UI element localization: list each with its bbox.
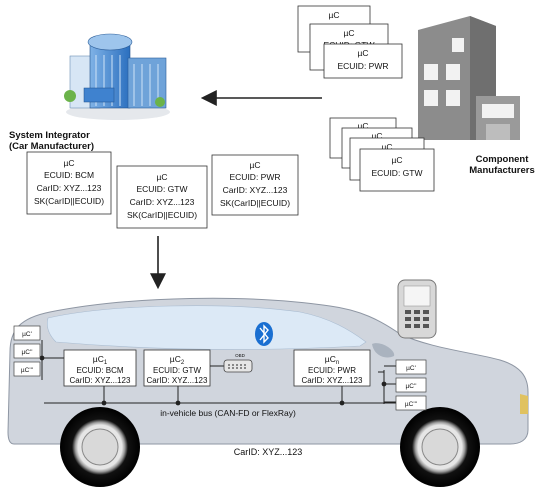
system-integrator-sublabel: (Car Manufacturer) — [9, 141, 94, 152]
ecu-carid: CarID: XYZ...123 — [70, 376, 131, 385]
si-card-carid: CarID: XYZ...123 — [37, 183, 102, 193]
ecu-title: µC1 — [93, 354, 108, 366]
bluetooth-icon — [255, 322, 273, 346]
ecu-ecuid: ECUID: PWR — [308, 366, 356, 375]
si-card-title: µC — [249, 160, 260, 170]
smartphone-icon — [397, 279, 437, 339]
ecu-carid: CarID: XYZ...123 — [302, 376, 363, 385]
obd-connector-icon: OBD — [210, 353, 253, 373]
car-id-label: CarID: XYZ...123 — [234, 447, 303, 457]
obd-label: OBD — [235, 353, 246, 358]
ecu-ecuid: ECUID: BCM — [76, 366, 123, 375]
si-card-bcm: µC ECUID: BCM CarID: XYZ...123 SK(CarID|… — [26, 151, 112, 215]
ecu-carid: CarID: XYZ...123 — [147, 376, 208, 385]
right-sensor-cluster: µC' µC'' µC''' — [395, 359, 427, 411]
front-wheel — [60, 407, 140, 487]
cm-card-title: µC — [391, 155, 402, 165]
si-card-gtw: µC ECUID: GTW CarID: XYZ...123 SK(CarID|… — [116, 165, 208, 229]
sensor-label: µC' — [406, 365, 416, 372]
sensor-label: µC''' — [405, 401, 417, 408]
ecu-bcm: µC1 ECUID: BCM CarID: XYZ...123 — [63, 349, 137, 387]
cm-card-title: µC — [357, 121, 368, 131]
si-card-sk: SK(CarID||ECUID) — [127, 210, 197, 220]
si-card-pwr: µC ECUID: PWR CarID: XYZ...123 SK(CarID|… — [211, 154, 299, 216]
component-manufacturers-label: Component — [476, 154, 530, 165]
ecu-title: µCn — [325, 354, 339, 366]
sensor-label: µC' — [22, 331, 32, 338]
system-integrator-label: System Integrator — [9, 130, 90, 141]
si-card-ecuid: ECUID: GTW — [137, 184, 188, 194]
ecu-ecuid: ECUID: GTW — [153, 366, 201, 375]
cm-card-title: µC — [371, 131, 382, 141]
si-card-sk: SK(CarID||ECUID) — [220, 198, 290, 208]
si-card-ecuid: ECUID: PWR — [230, 172, 281, 182]
ecu-title: µC2 — [170, 354, 185, 366]
sensor-label: µC'' — [406, 383, 417, 390]
si-card-title: µC — [156, 172, 167, 182]
factory-icon — [418, 16, 520, 140]
si-card-carid: CarID: XYZ...123 — [130, 197, 195, 207]
cm-card-ecuid: ECUID: GTW — [372, 168, 423, 178]
office-building-icon — [64, 33, 170, 120]
ecu-gtw: µC2 ECUID: GTW CarID: XYZ...123 — [143, 349, 211, 387]
si-card-title: µC — [63, 158, 74, 168]
component-manufacturers-sublabel: Manufacturers — [469, 165, 534, 176]
left-sensor-cluster: µC' µC'' µC''' — [13, 325, 41, 377]
cm-card-ecuid: ECUID: PWR — [338, 61, 389, 71]
cm-stack-bottom: µC µC µC µC ECUID: GTW — [329, 117, 435, 192]
si-card-ecuid: ECUID: BCM — [44, 170, 94, 180]
sensor-label: µC''' — [21, 367, 33, 374]
si-card-sk: SK(CarID||ECUID) — [34, 196, 104, 206]
si-card-carid: CarID: XYZ...123 — [223, 185, 288, 195]
cm-card-title: µC — [357, 48, 368, 58]
cm-card-title: µC — [343, 28, 354, 38]
sensor-label: µC'' — [22, 349, 33, 356]
cm-stack-top: µC ECUID: BCM µC ECUID: GTW µC ECUID: PW… — [297, 5, 403, 79]
rear-wheel — [400, 407, 480, 487]
ecu-pwr: µCn ECUID: PWR CarID: XYZ...123 — [293, 349, 371, 387]
cm-card-title: µC — [381, 142, 392, 152]
bus-junctions — [39, 355, 387, 406]
bus-label: in-vehicle bus (CAN-FD or FlexRay) — [160, 408, 296, 418]
cm-card-title: µC — [328, 10, 339, 20]
